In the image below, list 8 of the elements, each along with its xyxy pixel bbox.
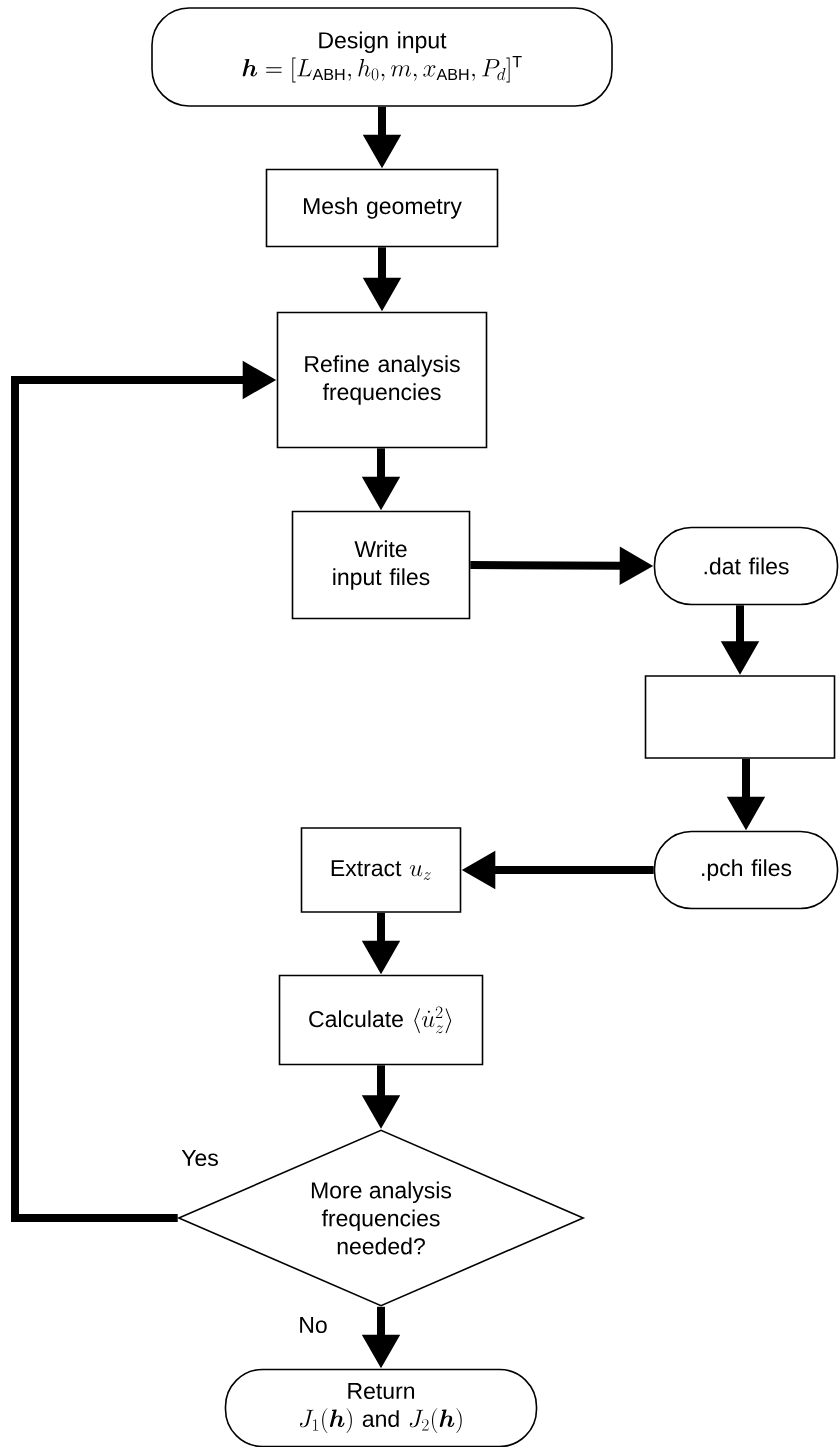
process-box xyxy=(644,675,836,759)
process-box: $\text{Calculate } \langle \dot{u}_z^2 \rangle$ xyxy=(278,974,484,1066)
edge-label: No xyxy=(296,1315,330,1336)
process-box: Mesh geometry xyxy=(265,168,499,248)
edge-label: Yes xyxy=(179,1148,221,1169)
process-box: Refine analysis frequencies xyxy=(276,311,488,449)
process-box: Write input files xyxy=(291,510,471,620)
process-box: $\text{Extract } u_z$ xyxy=(300,827,462,913)
